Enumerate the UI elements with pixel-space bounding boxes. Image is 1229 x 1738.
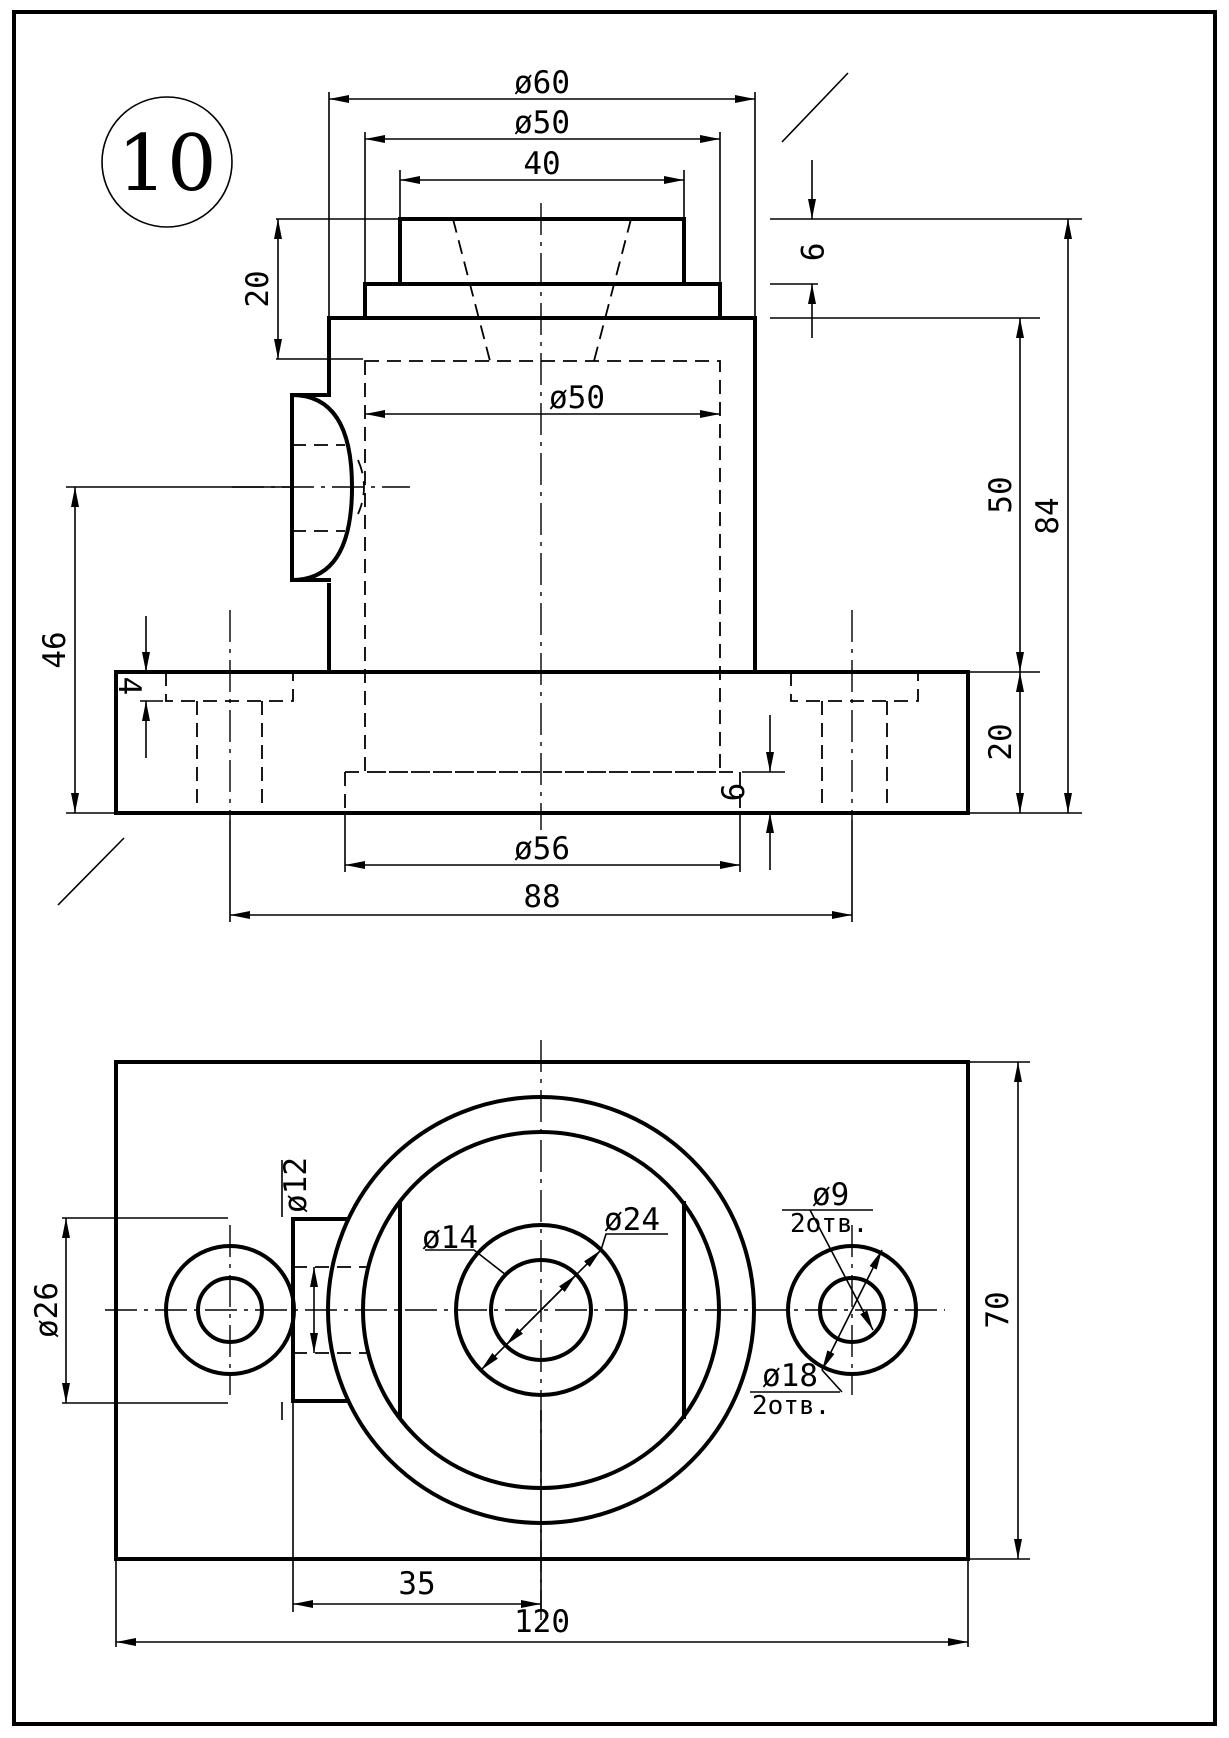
dim-d50-top: ø50 (514, 105, 570, 141)
dim-d24: ø24 (604, 1202, 660, 1238)
top-hidden (293, 1266, 370, 1354)
right-counterbore (786, 1244, 918, 1376)
dim-h84: 84 (1030, 497, 1066, 534)
dim-h9: 9 (793, 243, 829, 262)
dim-d18: ø18 (762, 1358, 818, 1394)
dim-d12: ø12 (278, 1157, 314, 1213)
dim-d18-count: 2отв. (752, 1391, 830, 1421)
dim-h46: 46 (37, 631, 73, 668)
dim-h6: 6 (716, 783, 752, 802)
leader-d24 (600, 1233, 668, 1251)
drawing-number-badge: 10 (101, 96, 233, 228)
leader-d9 (809, 1209, 874, 1331)
dim-d60: ø60 (514, 65, 570, 101)
dim-h20-top: 20 (240, 270, 276, 307)
dim-h70: 70 (980, 1291, 1016, 1328)
front-hidden (165, 218, 919, 813)
dim-d9: ø9 (812, 1177, 849, 1213)
left-hole (196, 1276, 264, 1344)
dim-h50: 50 (983, 476, 1019, 513)
dim-l120: 120 (514, 1604, 570, 1640)
hub-outer (454, 1223, 628, 1397)
dim-h4: 4 (111, 677, 147, 696)
dim-l88: 88 (523, 879, 560, 915)
dim-d26: ø26 (29, 1282, 65, 1338)
front-extension-lines (66, 92, 1082, 922)
leader-d18 (821, 1369, 843, 1393)
front-view: ø60 ø50 40 ø50 ø56 88 20 50 84 20 46 9 4… (37, 65, 1082, 922)
dim-line-d18-lower (821, 1309, 853, 1371)
section-stroke-top (781, 72, 849, 143)
dim-d50-bore: ø50 (549, 380, 605, 416)
base-plate (114, 1060, 970, 1561)
drawing-frame (12, 10, 1217, 1726)
dim-d14: ø14 (422, 1220, 478, 1256)
drawing-number: 10 (117, 119, 216, 209)
dim-d56: ø56 (514, 831, 570, 867)
dim-h20-base: 20 (983, 723, 1019, 760)
dim-l35: 35 (398, 1566, 435, 1602)
right-hole (818, 1276, 886, 1344)
dim-w40: 40 (523, 146, 560, 182)
dim-line-d18-upper (851, 1249, 883, 1311)
top-view: 35 120 70 ø26 ø12 ø14 ø24 ø9 2отв. ø18 2… (29, 1040, 1030, 1647)
dim-d9-count: 2отв. (790, 1209, 868, 1239)
section-stroke-bottom (57, 837, 125, 906)
boss-bore-arc (357, 459, 365, 515)
leader-d14 (425, 1249, 507, 1276)
top-extension-lines (62, 1061, 1030, 1647)
side-boss-top (291, 1217, 350, 1403)
front-outline (114, 217, 970, 815)
side-boss (289, 392, 355, 583)
dim-line-d24 (480, 1249, 602, 1371)
